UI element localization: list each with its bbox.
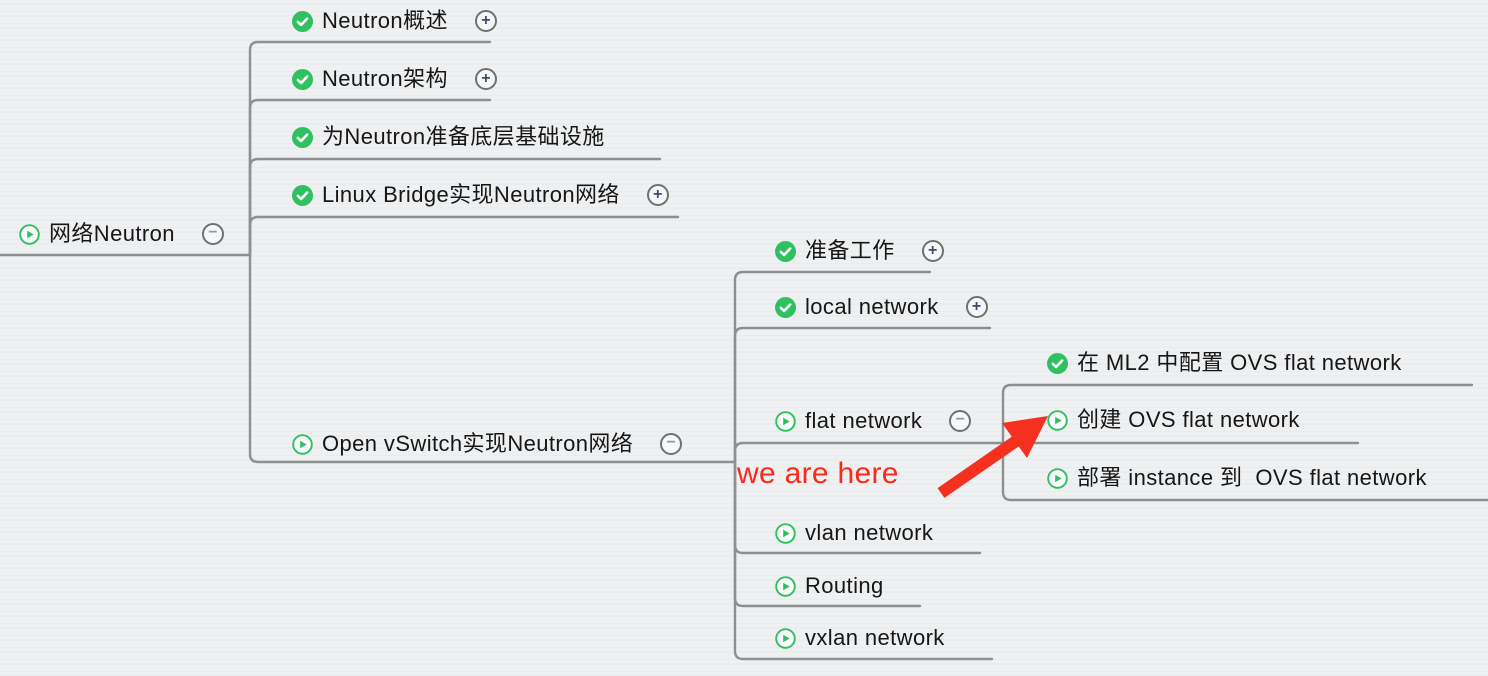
node-prepare-underlying[interactable]: 为Neutron准备底层基础设施 <box>292 122 605 152</box>
node-ml2-config-ovs-flat[interactable]: 在 ML2 中配置 OVS flat network <box>1047 348 1402 378</box>
play-icon <box>19 223 40 245</box>
check-icon <box>292 184 313 206</box>
node-label: 在 ML2 中配置 OVS flat network <box>1077 350 1402 375</box>
branch-local-network <box>733 326 992 464</box>
expand-button[interactable]: + <box>474 68 497 90</box>
node-label: Open vSwitch实现Neutron网络 <box>322 431 634 456</box>
node-label: Neutron概述 <box>322 8 448 33</box>
node-routing[interactable]: Routing <box>775 571 884 601</box>
red-arrow-head <box>1002 416 1048 458</box>
red-arrow-shaft <box>937 436 1020 498</box>
play-icon <box>775 575 796 597</box>
node-label: vlan network <box>805 520 934 545</box>
node-vlan-network[interactable]: vlan network <box>775 518 933 548</box>
node-flat-network[interactable]: flat network − <box>775 406 972 436</box>
check-icon <box>292 10 313 32</box>
expand-button[interactable]: + <box>646 184 669 206</box>
node-label: 部署 instance 到 OVS flat network <box>1077 465 1427 490</box>
node-neutron-architecture[interactable]: Neutron架构 + <box>292 64 497 94</box>
node-label: 创建 OVS flat network <box>1077 407 1300 432</box>
check-icon <box>775 240 796 262</box>
node-vxlan-network[interactable]: vxlan network <box>775 623 945 653</box>
collapse-button[interactable]: − <box>949 410 972 432</box>
expand-button[interactable]: + <box>965 296 988 318</box>
node-label: vxlan network <box>805 625 945 650</box>
node-create-ovs-flat[interactable]: 创建 OVS flat network <box>1047 405 1300 435</box>
node-label: Neutron架构 <box>322 66 448 91</box>
expand-button[interactable]: + <box>474 10 497 32</box>
check-icon <box>1047 352 1068 374</box>
node-preparation[interactable]: 准备工作 + <box>775 236 944 266</box>
collapse-button[interactable]: − <box>201 223 224 245</box>
play-icon <box>292 433 313 455</box>
play-icon <box>1047 467 1068 489</box>
play-icon <box>775 410 796 432</box>
play-icon <box>1047 409 1068 431</box>
node-label: Routing <box>805 573 884 598</box>
node-root[interactable]: 网络Neutron − <box>19 219 224 249</box>
play-icon <box>775 627 796 649</box>
branch-linux-bridge <box>248 215 680 257</box>
node-linux-bridge[interactable]: Linux Bridge实现Neutron网络 + <box>292 180 669 210</box>
check-icon <box>292 126 313 148</box>
node-local-network[interactable]: local network + <box>775 292 988 322</box>
node-label: Linux Bridge实现Neutron网络 <box>322 182 620 207</box>
play-icon <box>775 522 796 544</box>
check-icon <box>292 68 313 90</box>
node-label: local network <box>805 294 939 319</box>
collapse-button[interactable]: − <box>660 433 683 455</box>
expand-button[interactable]: + <box>921 240 944 262</box>
node-label: 准备工作 <box>805 238 895 263</box>
node-neutron-overview[interactable]: Neutron概述 + <box>292 6 497 36</box>
check-icon <box>775 296 796 318</box>
node-deploy-instance[interactable]: 部署 instance 到 OVS flat network <box>1047 463 1427 493</box>
we-are-here-annotation[interactable]: we are here <box>737 457 899 490</box>
node-label: flat network <box>805 408 923 433</box>
node-label: 网络Neutron <box>49 221 175 246</box>
node-label: 为Neutron准备底层基础设施 <box>322 124 605 149</box>
node-open-vswitch[interactable]: Open vSwitch实现Neutron网络 − <box>292 429 683 459</box>
